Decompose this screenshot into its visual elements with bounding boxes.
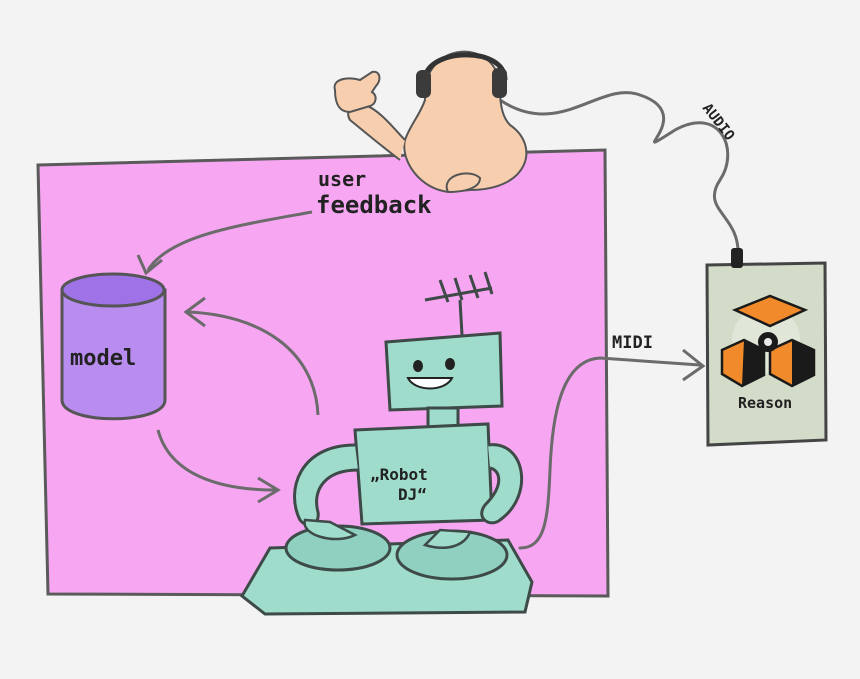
thumbs-up-icon bbox=[333, 70, 381, 114]
reason-logo-icon bbox=[720, 294, 816, 388]
model-label: model bbox=[70, 346, 136, 371]
robot-to-model-arrow bbox=[187, 310, 320, 416]
reason-device bbox=[705, 248, 828, 447]
feedback-label: feedback bbox=[316, 191, 432, 219]
headphones-icon bbox=[416, 52, 508, 98]
robot-dj bbox=[240, 271, 534, 616]
robot-label-line1: „Robot bbox=[370, 465, 428, 484]
model-cylinder bbox=[60, 272, 167, 421]
midi-label: MIDI bbox=[612, 333, 653, 353]
reason-label: Reason bbox=[738, 394, 792, 412]
feedback-arrow bbox=[146, 210, 313, 271]
antenna-icon bbox=[424, 271, 494, 336]
model-to-robot-arrow bbox=[156, 429, 276, 492]
midi-cable bbox=[518, 356, 702, 550]
robot-label-line2: DJ“ bbox=[398, 485, 427, 504]
user-label: user bbox=[318, 167, 366, 191]
midi-arrowhead bbox=[682, 348, 706, 382]
audio-cable bbox=[498, 91, 740, 257]
